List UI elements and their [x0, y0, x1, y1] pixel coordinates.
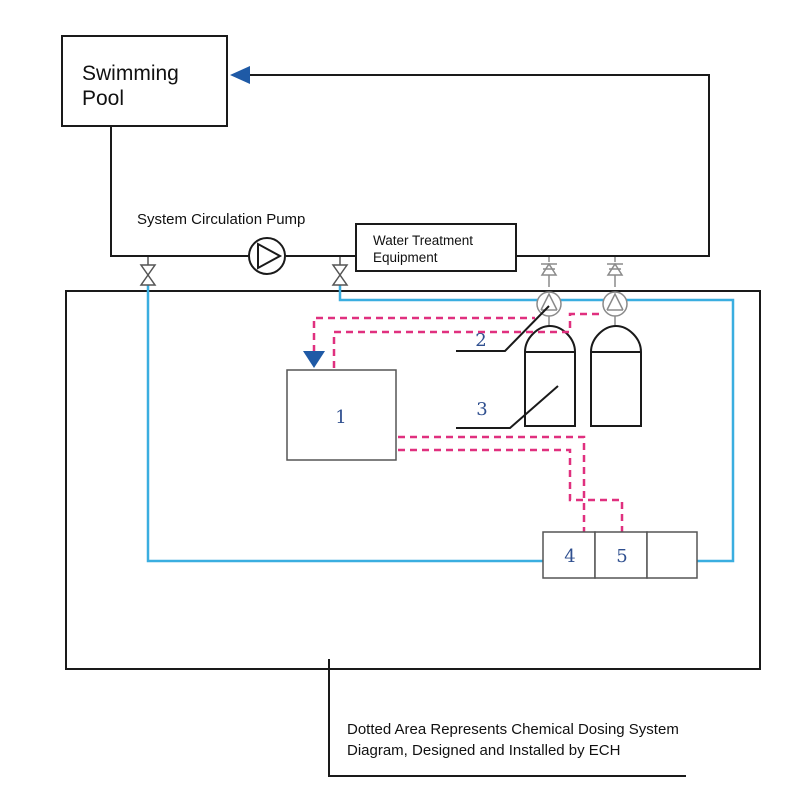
injection-check-valve-icon-left	[536, 257, 562, 330]
component-number-1: 1	[335, 407, 346, 428]
dosing-line-to-probe-4	[398, 435, 586, 532]
injection-check-valve-icon-right	[602, 257, 628, 330]
dosing-line-to-pump-right	[332, 312, 601, 368]
component-number-5: 5	[616, 546, 627, 567]
water-treatment-label-line1: Water Treatment	[373, 233, 473, 248]
note-callout-line	[328, 659, 686, 777]
circulation-pump-icon	[248, 237, 286, 275]
swimming-pool-label-line2: Pool	[82, 87, 124, 110]
component-number-2: 2	[475, 330, 486, 351]
component-number-3: 3	[476, 399, 487, 420]
probe-housing	[542, 531, 698, 579]
swimming-pool-box	[61, 35, 228, 127]
main-piping	[110, 74, 710, 257]
pump-label: System Circulation Pump	[137, 211, 305, 228]
system-boundary-box	[65, 290, 761, 670]
valve-icon-right	[331, 257, 349, 286]
return-pipe	[250, 74, 710, 257]
sample-lines	[146, 285, 735, 563]
probe-cell-empty	[646, 531, 698, 579]
valve-icon-left	[139, 257, 157, 286]
leader-lines	[456, 305, 559, 429]
water-treatment-label-line2: Equipment	[373, 250, 438, 265]
sample-line-left	[146, 285, 543, 563]
leader-line-3	[456, 385, 559, 429]
water-treatment-equipment: Water Treatment Equipment	[355, 223, 517, 272]
dosing-line-to-pump-left	[312, 316, 535, 352]
pool-outlet-pipe	[110, 127, 248, 257]
controller-box	[286, 369, 397, 461]
component-number-4: 4	[564, 546, 575, 567]
sample-line-right	[338, 285, 735, 563]
leader-line-2	[456, 305, 550, 352]
dosing-line-to-probe-5	[398, 448, 624, 532]
return-flow-arrow	[230, 66, 250, 84]
note-text-line1: Dotted Area Represents Chemical Dosing S…	[347, 721, 679, 738]
water-treatment-box	[355, 223, 517, 272]
probe-cell-4	[542, 531, 596, 579]
dosing-lines	[312, 312, 624, 532]
chemical-tank-right	[590, 324, 642, 427]
swimming-pool-label-line1: Swimming	[82, 62, 179, 85]
dosing-arrow-icon	[303, 351, 325, 368]
chemical-tank-left	[524, 324, 576, 427]
swimming-pool: Swimming Pool	[61, 35, 228, 127]
note-text-line2: Diagram, Designed and Installed by ECH	[347, 742, 620, 759]
